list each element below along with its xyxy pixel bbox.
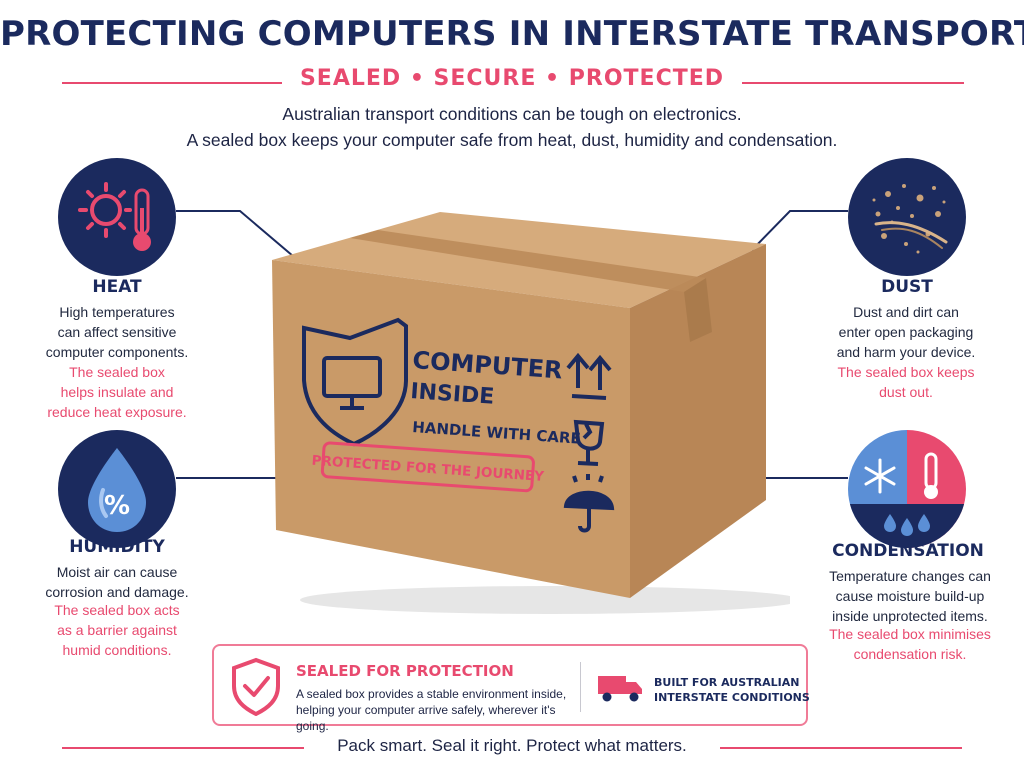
humidity-glyph: % [104, 491, 130, 521]
banner-right-text: BUILT FOR AUSTRALIAN INTERSTATE CONDITIO… [654, 675, 810, 705]
subtitle-divider-right [742, 82, 964, 84]
snowflake-thermometer-droplets-icon [848, 430, 966, 548]
humidity-title: HUMIDITY [69, 537, 165, 557]
dust-title: DUST [881, 277, 933, 297]
condensation-benefit: The sealed box minimises condensation ri… [800, 624, 1020, 664]
subtitle-divider-left [62, 82, 282, 84]
footer-tagline: Pack smart. Seal it right. Protect what … [337, 736, 687, 755]
dust-benefit-line: The sealed box keeps [837, 364, 975, 380]
water-drop-percent-icon: % [88, 448, 146, 532]
humidity-description: Moist air can cause corrosion and damage… [17, 562, 217, 602]
dust-text-line: and harm your device. [836, 344, 976, 360]
intro-line-1: Australian transport conditions can be t… [282, 104, 742, 124]
dust-icon-circle [848, 158, 966, 276]
banner-right-line-1: BUILT FOR AUSTRALIAN [654, 676, 800, 689]
intro-line-2: A sealed box keeps your computer safe fr… [186, 130, 838, 150]
truck-icon [598, 676, 642, 702]
banner-text-line-2: helping your computer arrive safely, whe… [296, 703, 556, 733]
humidity-text-line: Moist air can cause [56, 564, 178, 580]
box-front [272, 260, 630, 598]
heat-title: HEAT [92, 277, 142, 297]
dust-benefit-line: dust out. [879, 384, 933, 400]
humidity-text-line: corrosion and damage. [45, 584, 189, 600]
banner-title: SEALED FOR PROTECTION [296, 662, 514, 680]
condensation-description: Temperature changes can cause moisture b… [800, 566, 1020, 626]
heat-icon-circle [58, 158, 176, 276]
heat-text-line: High temperatures [59, 304, 175, 320]
keep-dry-umbrella-icon [563, 474, 615, 533]
heat-text-line: computer components. [45, 344, 189, 360]
sealed-protection-banner [212, 644, 808, 726]
condensation-benefit-line: condensation risk. [853, 646, 967, 662]
dust-benefit: The sealed box keeps dust out. [806, 362, 1006, 402]
box-side [630, 244, 766, 598]
condensation-text-line: inside unprotected items. [832, 608, 988, 624]
banner-divider [580, 662, 581, 712]
condensation-icon-circle [848, 430, 966, 548]
humidity-benefit: The sealed box acts as a barrier against… [17, 600, 217, 660]
banner-text: A sealed box provides a stable environme… [296, 686, 586, 734]
condensation-title: CONDENSATION [832, 541, 984, 561]
snowflake-icon [864, 458, 896, 494]
cardboard-box: COMPUTER INSIDE HANDLE WITH CARE PROTECT… [272, 212, 790, 614]
dust-description: Dust and dirt can enter open packaging a… [806, 302, 1006, 362]
page-title: PROTECTING COMPUTERS IN INTERSTATE TRANS… [0, 14, 1024, 54]
box-tape [350, 230, 706, 292]
banner-text-line-1: A sealed box provides a stable environme… [296, 687, 567, 701]
humidity-benefit-line: The sealed box acts [54, 602, 180, 618]
humidity-benefit-line: humid conditions. [62, 642, 172, 658]
this-way-up-icon [566, 352, 612, 400]
humidity-icon-circle: % [58, 430, 176, 548]
shield-check-icon [232, 657, 280, 716]
footer-divider-left [62, 747, 304, 749]
footer-divider-right [720, 747, 962, 749]
heat-benefit: The sealed box helps insulate and reduce… [17, 362, 217, 422]
heat-benefit-line: The sealed box [69, 364, 165, 380]
heat-benefit-line: reduce heat exposure. [47, 404, 187, 420]
humidity-benefit-line: as a barrier against [57, 622, 177, 638]
heat-text-line: can affect sensitive [57, 324, 177, 340]
page-subtitle: SEALED • SECURE • PROTECTED [299, 66, 725, 91]
condensation-text-line: cause moisture build-up [835, 588, 985, 604]
sun-thermometer-icon [78, 182, 151, 251]
heat-description: High temperatures can affect sensitive c… [17, 302, 217, 362]
condensation-text-line: Temperature changes can [829, 568, 991, 584]
droplets-icon [884, 514, 930, 536]
dust-text-line: enter open packaging [838, 324, 974, 340]
dust-particles-icon [872, 184, 948, 254]
dust-text-line: Dust and dirt can [853, 304, 959, 320]
fragile-glass-icon [573, 419, 605, 466]
box-label-line-2: INSIDE [410, 379, 495, 410]
banner-right-line-2: INTERSTATE CONDITIONS [654, 691, 810, 704]
heat-benefit-line: helps insulate and [60, 384, 174, 400]
condensation-benefit-line: The sealed box minimises [829, 626, 991, 642]
